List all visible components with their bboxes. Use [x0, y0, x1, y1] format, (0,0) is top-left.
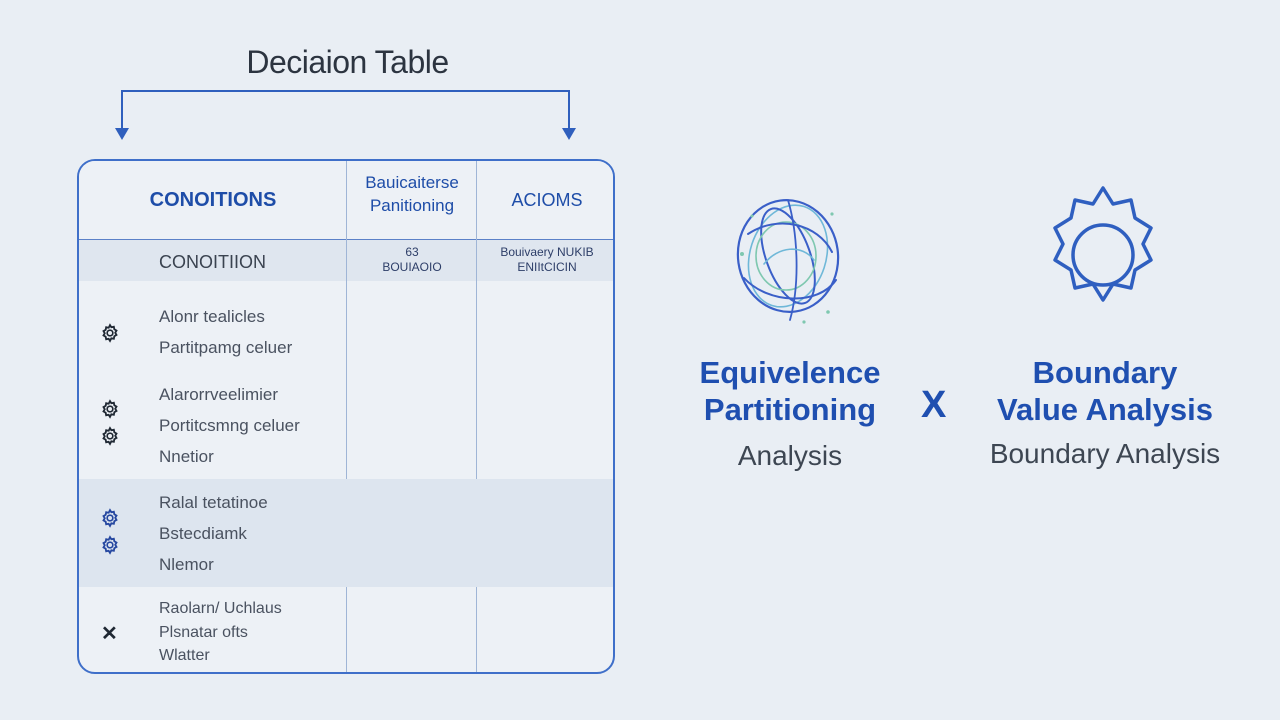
row-3-line-2: Bstecdiamk [159, 524, 247, 543]
right-arrowhead [562, 128, 576, 140]
header-middle-line1: Bauicaiterse [365, 173, 459, 192]
boundary-subtitle: Boundary Analysis [989, 438, 1221, 469]
decision-table: CONOITIION 63 BOUIAOIO Bouivaery NUKIB E… [77, 159, 615, 674]
row-4-text: Raolarn/ Uchlaus Plsnatar ofts Wlatter [159, 597, 282, 668]
row-2-line-3: Nnetior [159, 447, 214, 466]
operator-x: X [921, 384, 947, 426]
table-row: Alarorrveelimier Portitcsmng celuer Nnet… [79, 385, 613, 479]
row-1-text: Alonr tealicles Partitpamg celuer [159, 301, 292, 363]
table-subheader: CONOITIION 63 BOUIAOIO Bouivaery NUKIB E… [79, 239, 613, 281]
row-4-line-2: Plsnatar ofts [159, 623, 248, 641]
boundary-title: Boundary Value Analysis [965, 354, 1245, 428]
gear-icon [102, 426, 118, 446]
subheader-middle-line2: BOUIAOIO [382, 260, 442, 274]
subheader-middle-line1: 63 [405, 245, 419, 259]
row-2-line-1: Alarorrveelimier [159, 385, 279, 404]
header-middle-line2: Panitioning [369, 196, 455, 215]
equivalence-title-line1: Equivelence [699, 355, 881, 390]
gear-icon [102, 508, 118, 528]
close-icon: ✕ [101, 623, 118, 645]
equivalence-title: Equivelence Partitioning [660, 354, 920, 428]
row-3-text: Ralal tetatinoe Bstecdiamk Nlemor [159, 487, 268, 580]
row-2-text: Alarorrveelimier Portitcsmng celuer Nnet… [159, 379, 300, 472]
boundary-title-line2: Value Analysis [997, 392, 1213, 427]
row-1-line-2: Partitpamg celuer [159, 338, 293, 357]
subheader-right-line1: Bouivaery NUKIB [500, 245, 594, 259]
equivalence-subtitle: Analysis [737, 440, 843, 471]
row-3-line-1: Ralal tetatinoe [159, 493, 268, 512]
subheader-middle: 63 BOUIAOIO [347, 245, 477, 275]
bracket-arrows [115, 90, 576, 140]
subheader-condition: CONOITIION [159, 252, 266, 272]
row-2-line-2: Portitcsmng celuer [159, 416, 300, 435]
gear-icon [102, 535, 118, 555]
row-1-line-1: Alonr tealicles [159, 307, 265, 326]
row-3-line-3: Nlemor [159, 555, 214, 574]
gear-icon [1053, 186, 1153, 302]
row-4-line-1: Raolarn/ Uchlaus [159, 600, 282, 617]
subheader-right: Bouivaery NUKIB ENIItCICIN [477, 245, 613, 275]
table-row: Alonr tealicles Partitpamg celuer [79, 281, 613, 391]
subheader-right-line2: ENIItCICIN [517, 260, 577, 274]
left-arrowhead [115, 128, 129, 140]
table-row: Ralal tetatinoe Bstecdiamk Nlemor [79, 479, 613, 587]
gear-icon [102, 323, 118, 343]
sphere-icon [736, 199, 840, 324]
header-conditions: CONOITIONS [149, 189, 277, 211]
equivalence-title-line2: Partitioning [703, 392, 877, 427]
diagram-title: Deciaion Table [246, 44, 449, 80]
header-middle: Bauicaiterse Panitioning [347, 171, 477, 217]
row-4-line-3: Wlatter [159, 647, 210, 664]
column-divider-1 [346, 161, 347, 672]
table-row: ✕ Raolarn/ Uchlaus Plsnatar ofts Wlatter [79, 587, 613, 672]
column-divider-2 [476, 161, 477, 672]
gear-icon [102, 399, 118, 419]
header-actions: ACIOMS [511, 190, 583, 210]
boundary-title-line1: Boundary [1032, 355, 1178, 390]
